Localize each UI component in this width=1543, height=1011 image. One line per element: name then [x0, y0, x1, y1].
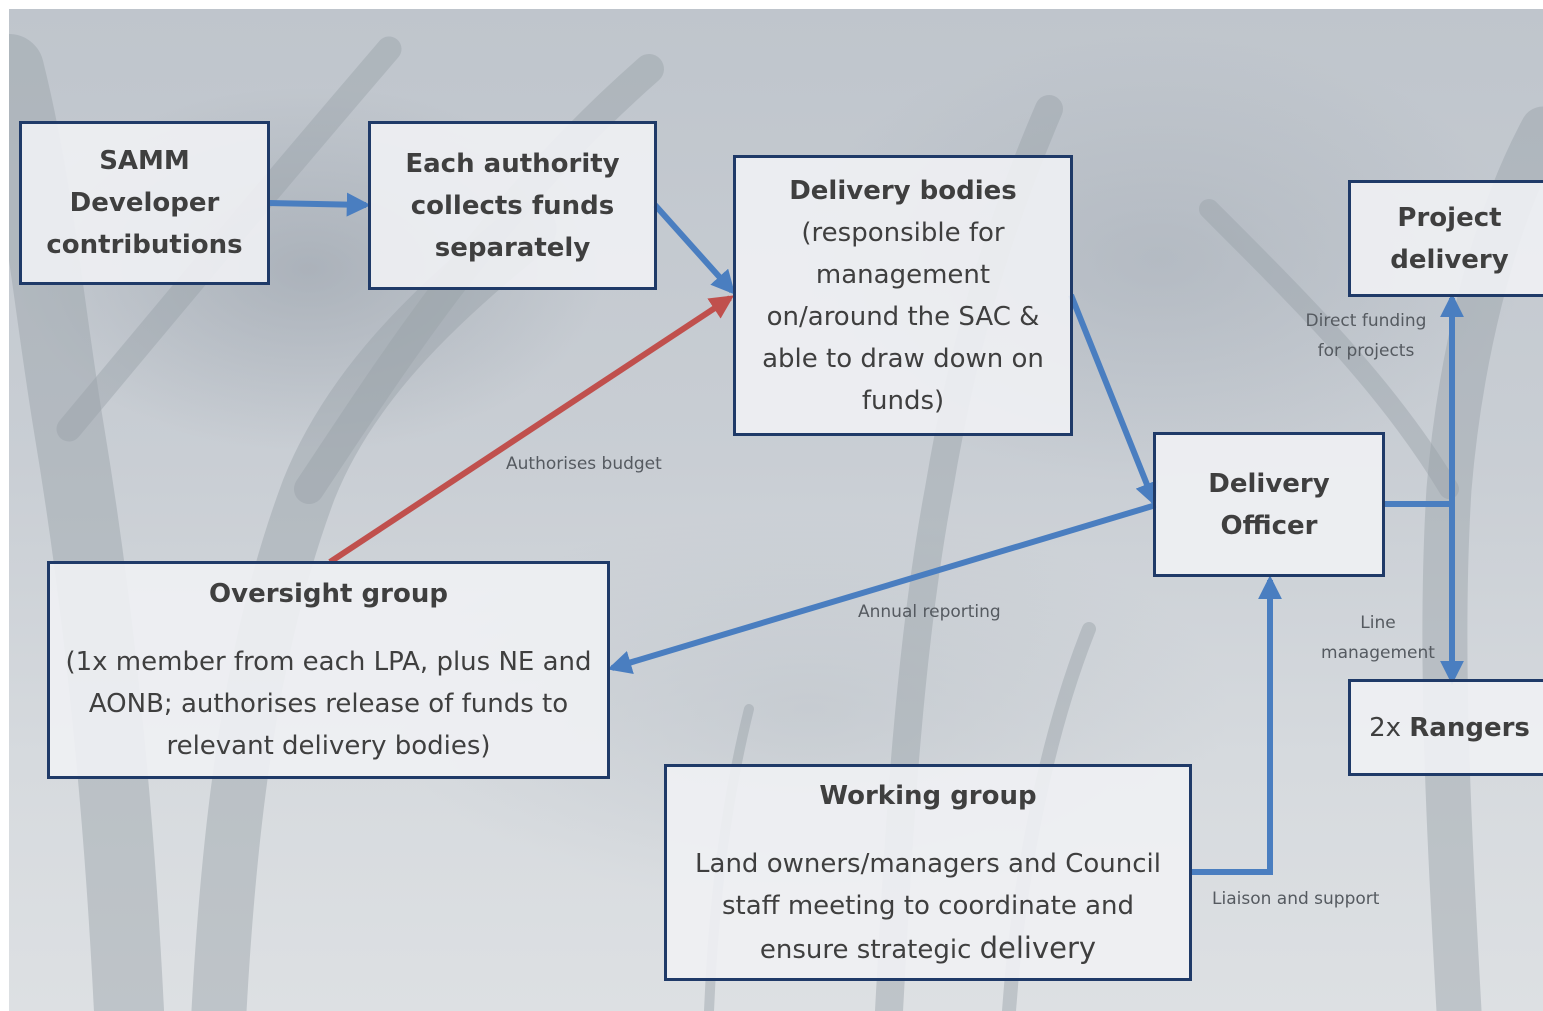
each-authority-line-1: Each authority — [405, 148, 620, 179]
oversight-group-line-1: (1x member from each LPA, plus NE and — [65, 647, 592, 677]
arrow-officer-to-oversight — [607, 502, 1157, 674]
each-authority-line-2: collects funds — [410, 190, 615, 221]
working-group-line-2: staff meeting to coordinate and — [721, 890, 1135, 921]
oversight-group-line-3: relevant delivery bodies) — [166, 731, 491, 761]
direct-funding-line-2: for projects — [1317, 341, 1415, 361]
project-delivery-line-1: Project — [1397, 202, 1502, 233]
delivery-bodies-line-1: (responsible for — [801, 217, 1005, 248]
delivery-bodies-line-5: funds) — [861, 385, 945, 416]
delivery-bodies-line-3: on/around the SAC & — [766, 301, 1040, 332]
oversight-group-line-2: AONB; authorises release of funds to — [88, 689, 569, 719]
delivery-bodies-line-2: management — [815, 259, 991, 290]
project-delivery-line-2: delivery — [1390, 244, 1509, 275]
working-group-line-3-prefix: ensure strategic — [759, 934, 980, 965]
delivery-officer-line-1: Delivery — [1208, 468, 1330, 499]
delivery-bodies-box: Delivery bodies (responsible for managem… — [733, 155, 1073, 436]
arrow-working-group-to-officer — [1190, 575, 1282, 875]
rangers-name: Rangers — [1409, 712, 1530, 743]
delivery-bodies-title: Delivery bodies — [789, 175, 1017, 206]
working-group-line-3-suffix: delivery — [979, 930, 1097, 965]
each-authority-box: Each authority collects funds separately — [368, 121, 657, 290]
line-management-line-2: management — [1321, 643, 1435, 663]
working-group-line-3: ensure strategic delivery — [760, 927, 1096, 971]
authorises-budget-label: Authorises budget — [506, 454, 662, 474]
arrow-samm-to-authority — [267, 192, 371, 217]
line-management-line-1: Line — [1360, 613, 1396, 633]
oversight-group-title: Oversight group — [209, 579, 448, 609]
arrow-authority-to-delivery-bodies — [652, 202, 736, 295]
working-group-title: Working group — [819, 780, 1037, 811]
rangers-line: 2x Rangers — [1369, 707, 1530, 749]
project-delivery-box: Project delivery — [1348, 180, 1543, 297]
samm-line-1: SAMM — [99, 146, 190, 176]
samm-developer-contributions-box: SAMM Developer contributions — [19, 121, 270, 285]
arrow-oversight-to-delivery-bodies — [328, 295, 735, 565]
each-authority-line-3: separately — [434, 232, 591, 263]
samm-line-3: contributions — [46, 230, 243, 260]
direct-funding-line-1: Direct funding — [1305, 311, 1427, 331]
delivery-officer-line-2: Officer — [1220, 510, 1318, 541]
samm-line-2: Developer — [69, 188, 220, 218]
delivery-officer-box: Delivery Officer — [1153, 432, 1385, 577]
rangers-box: 2x Rangers — [1348, 679, 1543, 776]
line-management-label: Line management — [1316, 608, 1440, 668]
arrow-delivery-bodies-to-officer — [1068, 293, 1158, 507]
liaison-support-label: Liaison and support — [1212, 889, 1380, 909]
annual-reporting-label: Annual reporting — [858, 602, 1001, 622]
delivery-bodies-line-4: able to draw down on — [762, 343, 1044, 374]
working-group-line-1: Land owners/managers and Council — [695, 848, 1161, 879]
rangers-prefix: 2x — [1369, 712, 1410, 743]
oversight-group-box: Oversight group (1x member from each LPA… — [47, 561, 610, 779]
direct-funding-label: Direct funding for projects — [1296, 306, 1436, 366]
working-group-box: Working group Land owners/managers and C… — [664, 764, 1192, 981]
